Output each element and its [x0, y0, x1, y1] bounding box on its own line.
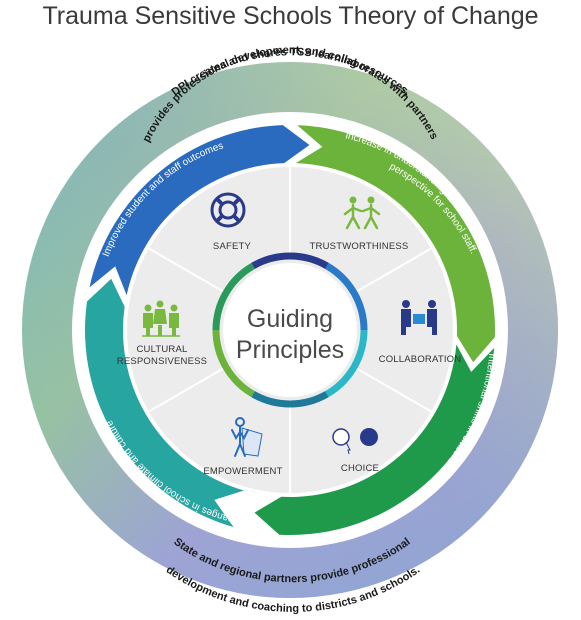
diverse-people-icon: [142, 300, 180, 337]
principle-segment-dividers: [148, 167, 432, 493]
segment-divider: [148, 247, 230, 296]
center-title-line2: Principles: [236, 336, 344, 364]
principle-label-cultural: CULTURAL: [136, 344, 187, 355]
center-ring-segment: [325, 262, 368, 331]
page-title: Trauma Sensitive Schools Theory of Chang…: [42, 2, 539, 30]
center-ring-segment: [251, 252, 329, 269]
lifebuoy-icon: [210, 192, 246, 228]
superhero-icon: [231, 417, 263, 457]
segment-divider: [148, 364, 230, 413]
arrow-top-left: [89, 125, 310, 296]
segment-divider: [350, 247, 432, 296]
center-ring-segment: [212, 262, 255, 331]
people-walking-icon: [343, 196, 381, 230]
principle-label-collaboration: COLLABORATION: [379, 354, 462, 365]
principle-label-choice: CHOICE: [341, 463, 379, 474]
principle-label-safety: SAFETY: [213, 241, 252, 252]
principle-label-empowerment: EMPOWERMENT: [203, 466, 282, 477]
arrow-top-right: [295, 125, 496, 363]
center-ring-segment: [325, 329, 368, 398]
arrow-bottom-left: [84, 278, 244, 528]
center-ring-segment: [251, 391, 329, 408]
segment-divider: [350, 364, 432, 413]
arrow-right: [254, 344, 495, 535]
center-disk: [223, 263, 357, 397]
center-ring: [212, 252, 368, 408]
principle-label-trustworthiness: TRUSTWORTHINESS: [310, 241, 409, 252]
collaboration-icon: [401, 300, 437, 335]
principle-label-responsiveness: RESPONSIVENESS: [117, 356, 207, 367]
center-ring-segment: [212, 329, 255, 398]
center-title-line1: Guiding: [247, 305, 333, 333]
choice-circles-icon: [332, 428, 378, 455]
cycle-arrows: [84, 125, 496, 535]
